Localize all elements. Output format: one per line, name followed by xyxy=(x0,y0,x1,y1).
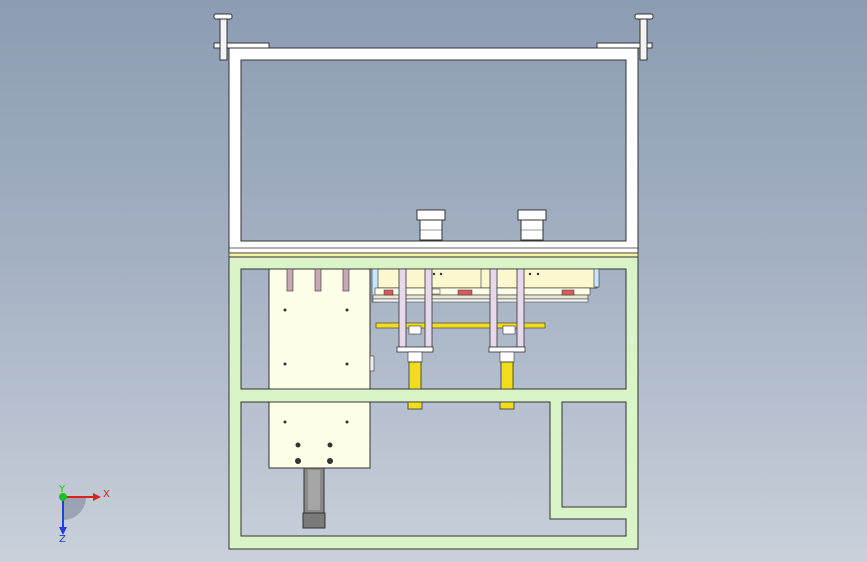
gripper-assembly xyxy=(371,268,600,363)
lower-frame xyxy=(228,252,639,550)
lift-cylinder-left xyxy=(407,361,423,410)
cylinder-cap-right xyxy=(517,209,547,241)
lift-cylinder-right xyxy=(499,361,515,410)
vertical-plate xyxy=(268,268,375,469)
z-axis-label: Z xyxy=(59,534,66,545)
x-axis-arrow-head xyxy=(93,493,101,501)
motor xyxy=(302,467,326,529)
leveling-foot-right xyxy=(596,13,654,61)
x-axis-label: X xyxy=(103,489,110,500)
z-axis-arrow-head xyxy=(59,527,67,535)
cylinder-cap-left xyxy=(416,209,446,241)
y-axis-dot xyxy=(59,493,67,501)
y-axis-label: Y xyxy=(58,484,66,495)
leveling-foot-left xyxy=(213,13,270,61)
coordinate-triad[interactable]: X Y Z xyxy=(58,484,110,545)
